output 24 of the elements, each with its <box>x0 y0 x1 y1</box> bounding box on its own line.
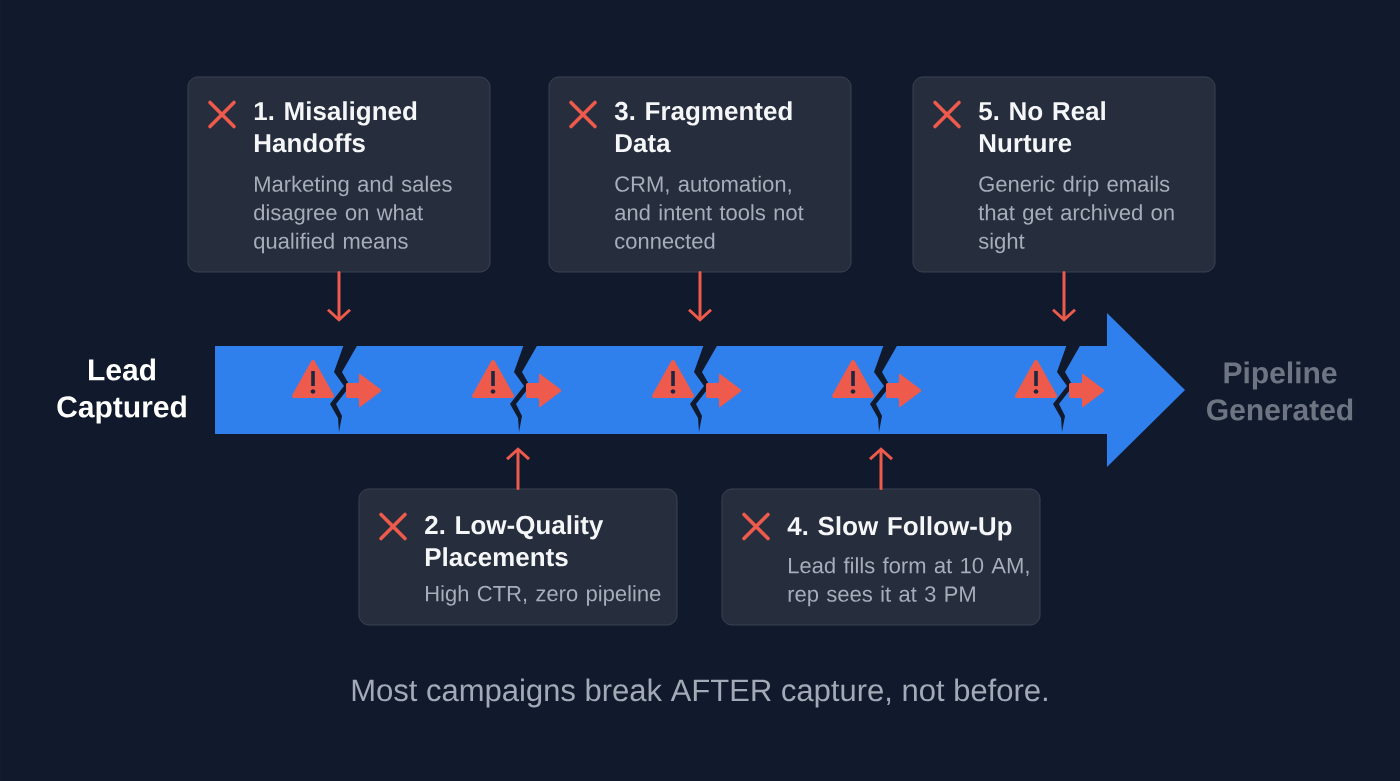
problem-card <box>187 76 491 273</box>
card-title: 4. Slow Follow-Up <box>787 516 1012 541</box>
arrow <box>1052 271 1076 322</box>
arrow <box>688 271 712 322</box>
card-text: High CTR, zero pipeline <box>426 585 661 606</box>
broken-flow-arrow <box>215 313 1185 467</box>
problem-card <box>912 76 1216 273</box>
card-text: Generic drip emails that get archived on sight <box>978 175 1174 254</box>
caption: Most campaigns break AFTER capture, not before. <box>352 678 1047 708</box>
arrow <box>506 447 530 490</box>
problem-card <box>358 488 678 626</box>
problem-card <box>548 76 852 273</box>
card-title: 5. No Real Nurture <box>979 101 1105 153</box>
arrow <box>869 447 893 490</box>
arrow <box>327 271 351 322</box>
card-title: 2. Low-Quality Placements <box>425 515 604 567</box>
card-text: CRM, automation, and intent tools not connected <box>615 175 804 249</box>
problem-card <box>721 488 1041 626</box>
card-title: 3. Fragmented Data <box>614 101 792 153</box>
card-text: Marketing and sales disagree on what qualified means <box>254 175 452 254</box>
card-text: Lead fills form at 10 AM, rep sees it at 3 PM <box>788 557 1029 607</box>
text-label: Lead Captured <box>57 358 186 424</box>
card-title: 1. Misaligned Handoffs <box>254 101 417 153</box>
text-label: Pipeline Generated <box>1207 361 1353 421</box>
